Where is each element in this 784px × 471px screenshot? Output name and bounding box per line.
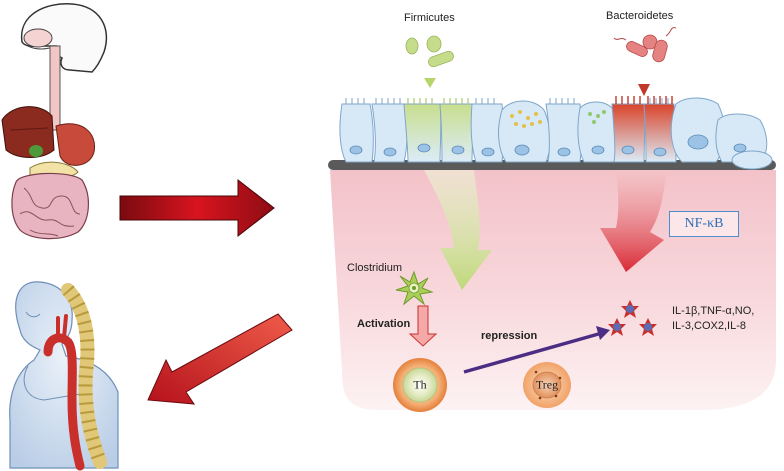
bacteroidetes-bacteria-icon <box>613 27 677 96</box>
firmicutes-flow-arrow <box>424 170 492 290</box>
bacteroidetes-flow-arrow <box>600 170 666 272</box>
repression-label: repression <box>481 330 538 342</box>
down-left-arrow-icon <box>147 313 293 405</box>
clostridium-label: Clostridium <box>347 262 403 274</box>
treg-cell-label: Treg <box>535 377 559 392</box>
activation-arrow-icon <box>408 305 438 347</box>
firmicutes-label: Firmicutes <box>404 12 455 24</box>
th-cell-icon <box>393 358 447 412</box>
treg-cell-icon <box>523 362 571 408</box>
microvilli <box>345 96 673 104</box>
cell-nuclei <box>349 134 747 157</box>
right-arrow-icon <box>119 178 275 238</box>
spine-icon <box>61 283 107 469</box>
cytokine-particles-icon <box>608 300 657 336</box>
th-cell-label: Th <box>413 377 427 392</box>
bacteroidetes-label: Bacteroidetes <box>606 10 674 22</box>
body-aorta-illustration <box>9 281 119 471</box>
firmicutes-bacteria-icon <box>405 35 454 88</box>
clostridium-icon <box>395 270 434 306</box>
nfkb-label: NF-κB <box>669 211 739 237</box>
epithelial-layer <box>339 97 773 170</box>
aorta-icon <box>43 314 85 471</box>
repression-arrow-icon <box>463 326 610 374</box>
cytokines-line-1: IL-1β,TNF-α,NO, <box>672 305 755 317</box>
digestive-system-illustration <box>1 3 108 240</box>
goblet-granules <box>510 110 606 128</box>
activation-label: Activation <box>357 318 411 330</box>
cytokines-line-2: IL-3,COX2,IL-8 <box>672 320 746 332</box>
